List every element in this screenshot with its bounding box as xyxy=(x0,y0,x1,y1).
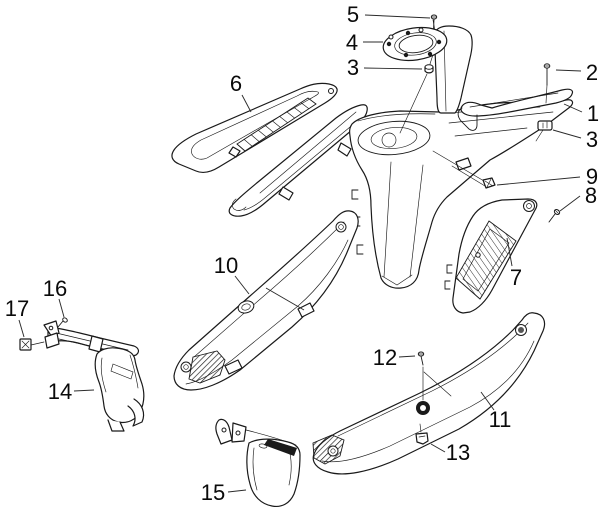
callout-label-12: 12 xyxy=(373,345,397,370)
part-3-clip-right xyxy=(535,120,553,142)
part-4-fuel-cap-ring xyxy=(382,26,448,62)
part-1-top-strip xyxy=(457,88,574,131)
leader-line-13 xyxy=(430,443,446,453)
part-12-screw xyxy=(417,351,452,401)
part-6-vent-cover xyxy=(171,82,338,173)
part-8-screw xyxy=(548,208,561,223)
part-10-footboard-left xyxy=(173,210,359,391)
leader-line-11 xyxy=(480,391,495,411)
leader-line-2 xyxy=(555,69,582,72)
leader-line-17 xyxy=(18,319,25,338)
leader-line-3 xyxy=(363,67,423,70)
part-9-clip-nut xyxy=(432,150,496,189)
leader-line-1 xyxy=(563,103,583,113)
leader-line-10 xyxy=(265,287,305,311)
part-15-lower-cover xyxy=(215,418,301,508)
part-center-cover-band xyxy=(228,104,368,217)
callout-label-7: 7 xyxy=(510,265,522,290)
part-11-footboard-right xyxy=(312,312,546,475)
callout-label-3: 3 xyxy=(347,55,359,80)
callout-label-1: 1 xyxy=(587,101,599,126)
part-7-side-panel xyxy=(444,198,538,314)
leader-line-6 xyxy=(241,94,252,113)
callout-label-10: 10 xyxy=(214,253,238,278)
leader-line-3 xyxy=(552,129,582,139)
callout-label-5: 5 xyxy=(347,2,359,27)
callout-label-14: 14 xyxy=(48,379,72,404)
part-3-nut-top xyxy=(399,64,434,134)
leader-line-5 xyxy=(364,14,431,19)
leader-line-10 xyxy=(234,275,250,295)
callout-label-13: 13 xyxy=(446,440,470,465)
part-16-screw xyxy=(57,317,68,328)
vent-grille xyxy=(243,102,310,147)
leader-line-9 xyxy=(496,176,581,186)
part-14-side-cover xyxy=(43,320,145,432)
callout-label-11: 11 xyxy=(489,407,512,432)
leader-line-8 xyxy=(559,195,581,212)
part-17-clip xyxy=(19,338,45,351)
callout-label-17: 17 xyxy=(5,296,29,321)
leader-line-14 xyxy=(73,389,95,392)
part-13-clip-nut xyxy=(415,423,429,445)
callout-label-8: 8 xyxy=(585,183,597,208)
leader-line-16 xyxy=(58,298,65,318)
leader-line-15 xyxy=(227,489,247,493)
leader-line-7 xyxy=(506,237,513,267)
callout-label-2: 2 xyxy=(586,60,598,85)
callout-label-9: 9 xyxy=(586,164,598,189)
callout-label-4: 4 xyxy=(346,30,358,55)
callout-label-15: 15 xyxy=(201,480,225,505)
part-2-screw xyxy=(543,63,551,104)
leader-line-12 xyxy=(398,355,416,358)
callout-label-3: 3 xyxy=(586,127,598,152)
callout-label-6: 6 xyxy=(230,71,242,96)
callout-label-16: 16 xyxy=(43,276,67,301)
